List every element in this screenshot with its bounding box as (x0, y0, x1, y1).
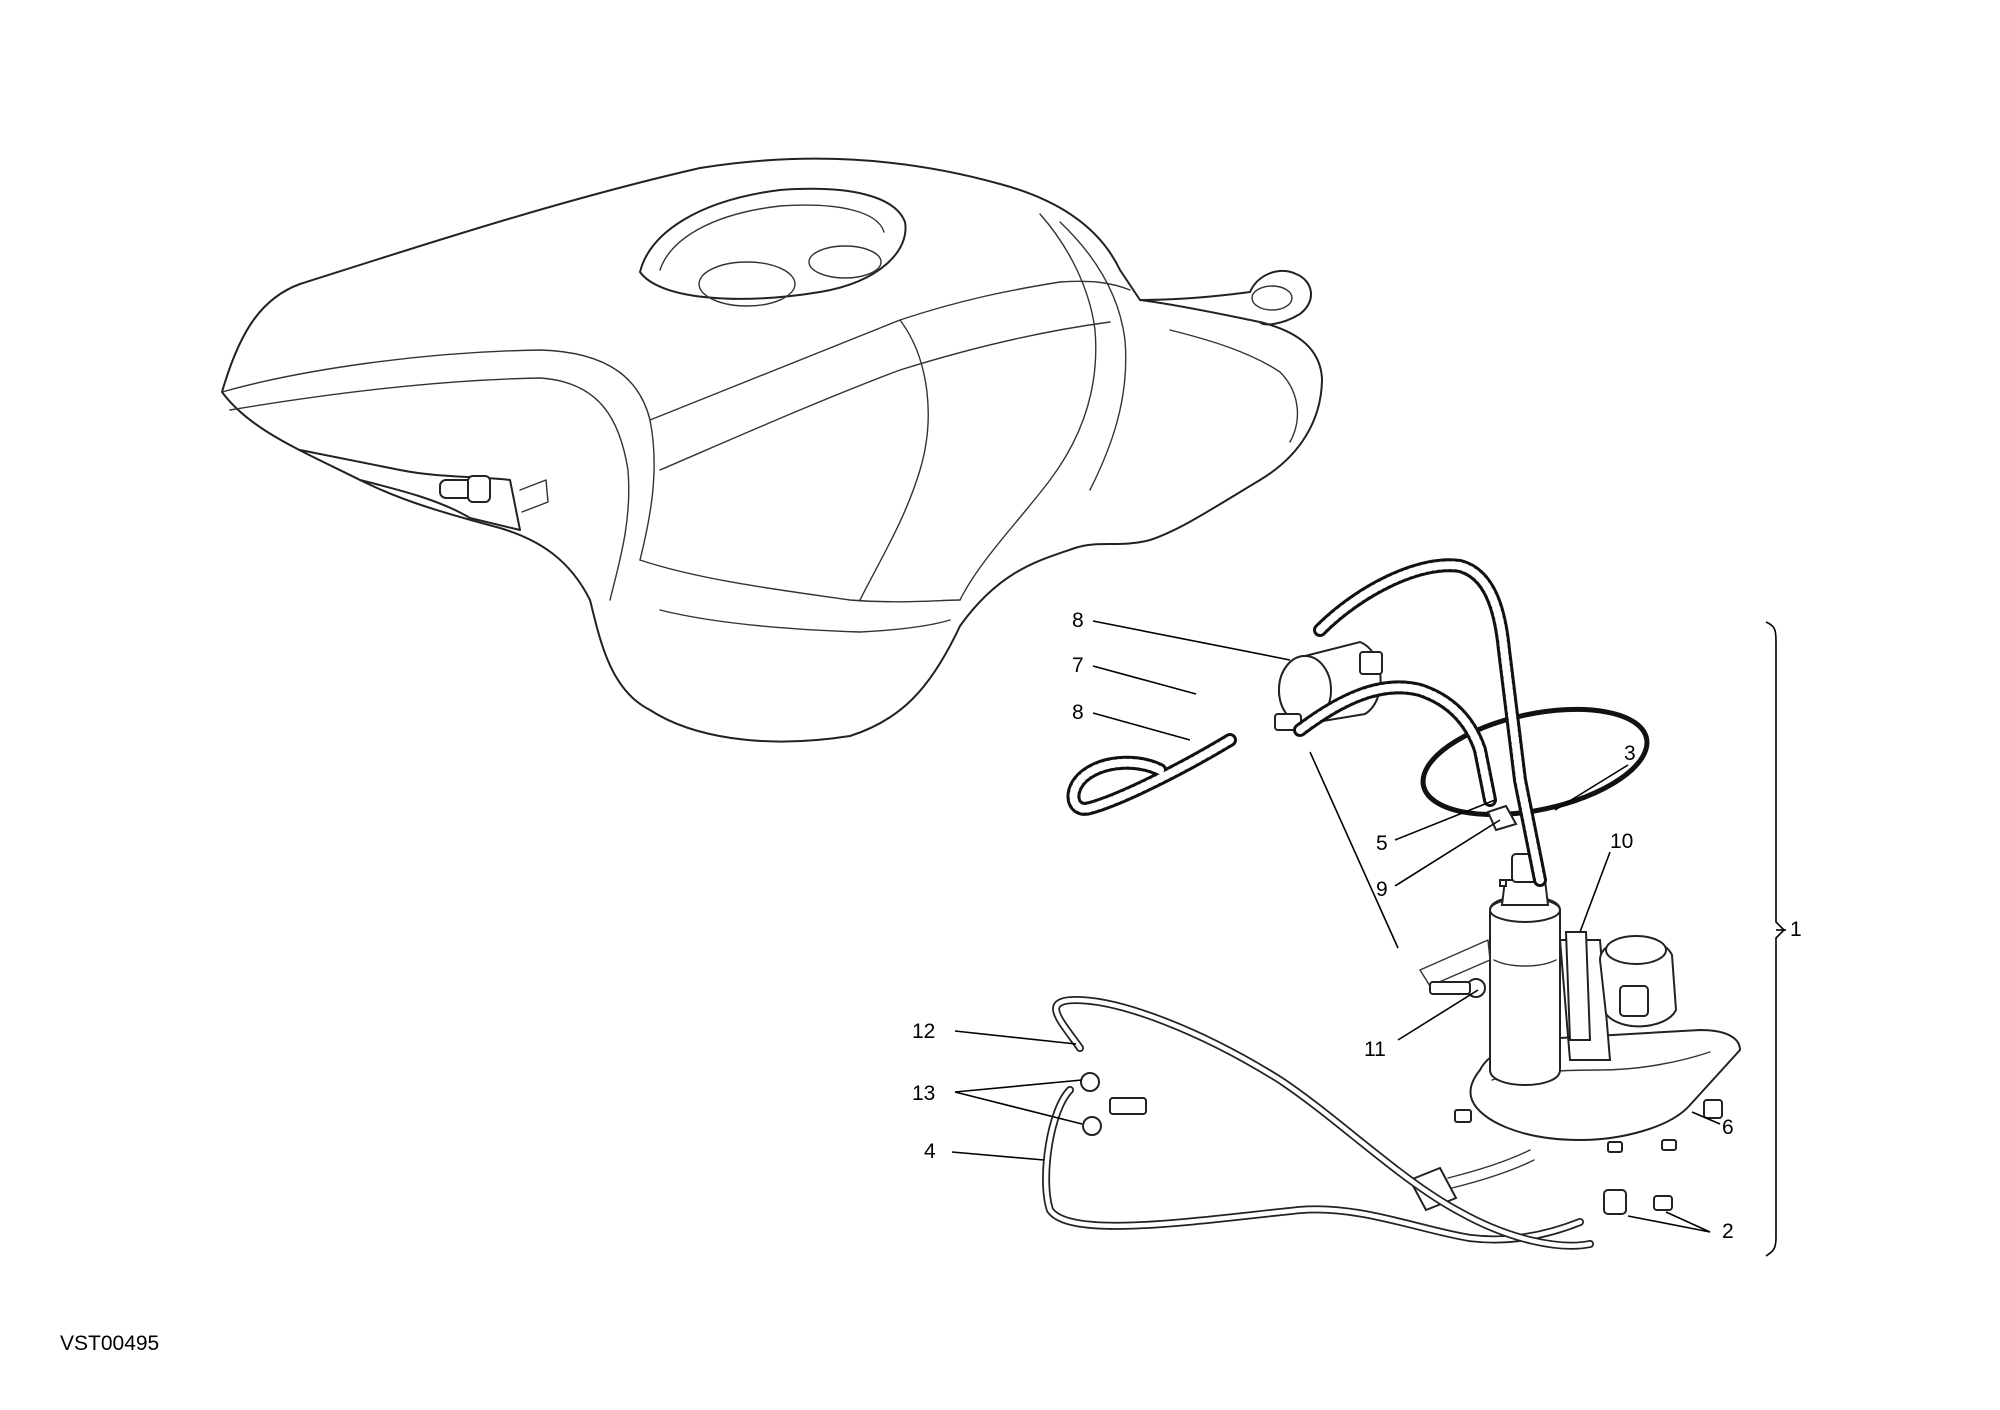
o-ring (1420, 706, 1650, 818)
callout-4: 4 (924, 1140, 936, 1163)
callout-11: 11 (1364, 1038, 1386, 1061)
callout-5: 5 (1376, 832, 1388, 855)
callout-3: 3 (1624, 742, 1636, 765)
callout-10: 10 (1610, 830, 1633, 853)
callout-12: 12 (912, 1020, 935, 1043)
breather-tube (1052, 996, 1594, 1250)
drain-tube (1042, 1086, 1584, 1244)
braided-hose-lower (1066, 680, 1497, 816)
callout-labels: 1 2 3 4 5 6 7 8 8 9 10 11 12 13 (912, 609, 1802, 1243)
callout-13: 13 (912, 1082, 935, 1105)
leader-lines (951, 620, 1786, 1257)
fuel-pump-assembly (1408, 853, 1742, 1212)
fuel-tank (221, 157, 1323, 743)
callout-8-top: 8 (1072, 609, 1084, 632)
drawing-code: VST00495 (60, 1332, 159, 1355)
braided-hose-upper (1313, 558, 1547, 887)
callout-6: 6 (1722, 1116, 1734, 1139)
fuel-filter (1274, 640, 1383, 731)
callout-2: 2 (1722, 1220, 1734, 1243)
screw (1429, 978, 1486, 998)
callout-9: 9 (1376, 878, 1388, 901)
callout-7: 7 (1072, 654, 1084, 677)
callout-8-lower: 8 (1072, 701, 1084, 724)
callout-1: 1 (1790, 918, 1802, 941)
